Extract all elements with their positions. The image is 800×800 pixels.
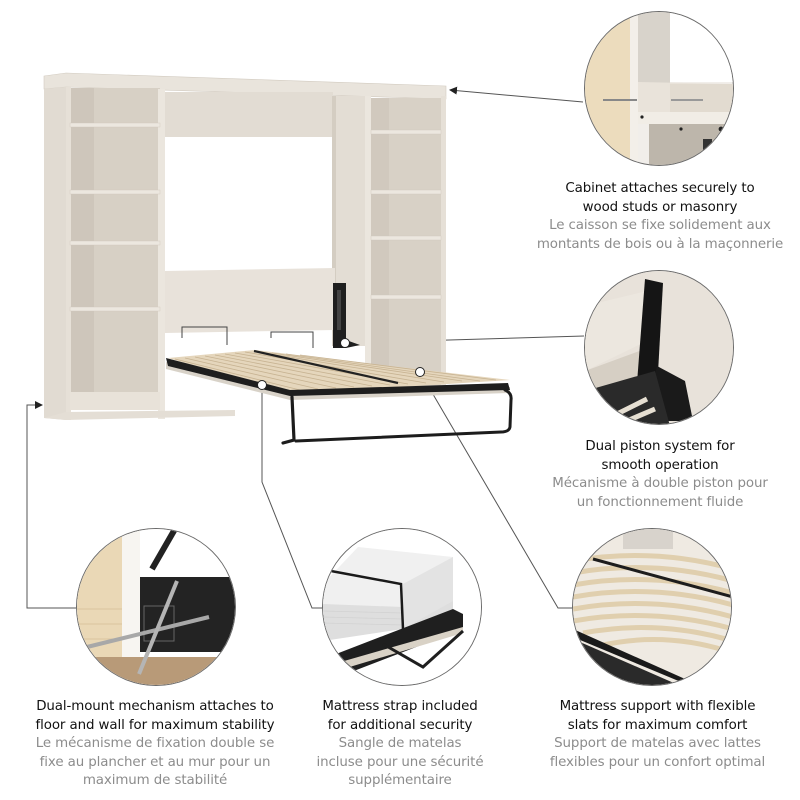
detail-dual-piston bbox=[584, 270, 734, 425]
caption-fr-line: incluse pour une sécurité bbox=[316, 754, 484, 770]
detail-cabinet-attach bbox=[584, 11, 734, 166]
caption-fr-line: montants de bois ou à la maçonnerie bbox=[536, 236, 784, 252]
caption-en-line: Dual piston system for bbox=[585, 439, 735, 454]
detail-flexible-slats bbox=[572, 528, 732, 686]
caption-en-line: wood studs or masonry bbox=[582, 199, 738, 215]
cabinet-callout-line bbox=[449, 86, 584, 103]
bed-leg-left bbox=[281, 395, 296, 445]
caption-fr-line: Support de matelas avec lattes bbox=[554, 736, 761, 752]
caption-en-line: floor and wall for maximum stability bbox=[35, 717, 275, 733]
left-tower-side bbox=[44, 87, 66, 420]
caption-en-line: Cabinet attaches securely to bbox=[565, 181, 755, 196]
caption-fr-line: flexibles pour un confort optimal bbox=[549, 754, 766, 770]
bridge-panel bbox=[165, 92, 333, 137]
caption-fr-line: maximum de stabilité bbox=[82, 773, 228, 789]
detail-dual-mount bbox=[76, 528, 236, 686]
caption-cabinet-attach: Cabinet attaches securely to wood studs … bbox=[520, 180, 800, 254]
caption-en-line: Mattress support with flexible bbox=[559, 699, 756, 714]
caption-fr-line: Sangle de matelas bbox=[338, 736, 462, 752]
caption-en-line: smooth operation bbox=[601, 457, 719, 473]
caption-en-line: Mattress strap included bbox=[322, 699, 478, 714]
hotspot-strap bbox=[257, 380, 267, 390]
caption-fr-line: fixe au plancher et au mur pour un bbox=[39, 754, 271, 770]
caption-en-line: Dual-mount mechanism attaches to bbox=[36, 699, 274, 714]
headboard-panel bbox=[165, 268, 335, 333]
caption-fr-line: supplémentaire bbox=[348, 773, 452, 789]
bed-frame-rail bbox=[166, 358, 510, 396]
caption-fr-line: un fonctionnement fluide bbox=[576, 494, 744, 510]
caption-fr-line: Le caisson se fixe solidement aux bbox=[549, 218, 771, 234]
caption-dual-mount: Dual-mount mechanism attaches to floor a… bbox=[0, 698, 310, 791]
mount-callout-line bbox=[26, 401, 76, 609]
hotspot-piston bbox=[340, 338, 350, 348]
caption-en-line: slats for maximum comfort bbox=[567, 717, 748, 733]
detail-mattress-strap bbox=[322, 528, 482, 686]
slats bbox=[174, 351, 497, 391]
strap-callout-line bbox=[261, 385, 322, 609]
caption-mattress-strap: Mattress strap included for additional s… bbox=[300, 698, 500, 791]
caption-dual-piston: Dual piston system for smooth operation … bbox=[520, 438, 800, 512]
caption-en-line: for additional security bbox=[327, 717, 473, 733]
caption-fr-line: Le mécanisme de fixation double se bbox=[35, 736, 275, 752]
caption-fr-line: Mécanisme à double piston pour bbox=[552, 476, 768, 492]
caption-flexible-slats: Mattress support with flexible slats for… bbox=[515, 698, 800, 772]
slats-callout-line bbox=[419, 371, 572, 609]
bed-leg-right bbox=[294, 388, 513, 443]
hotspot-slats bbox=[415, 367, 425, 377]
